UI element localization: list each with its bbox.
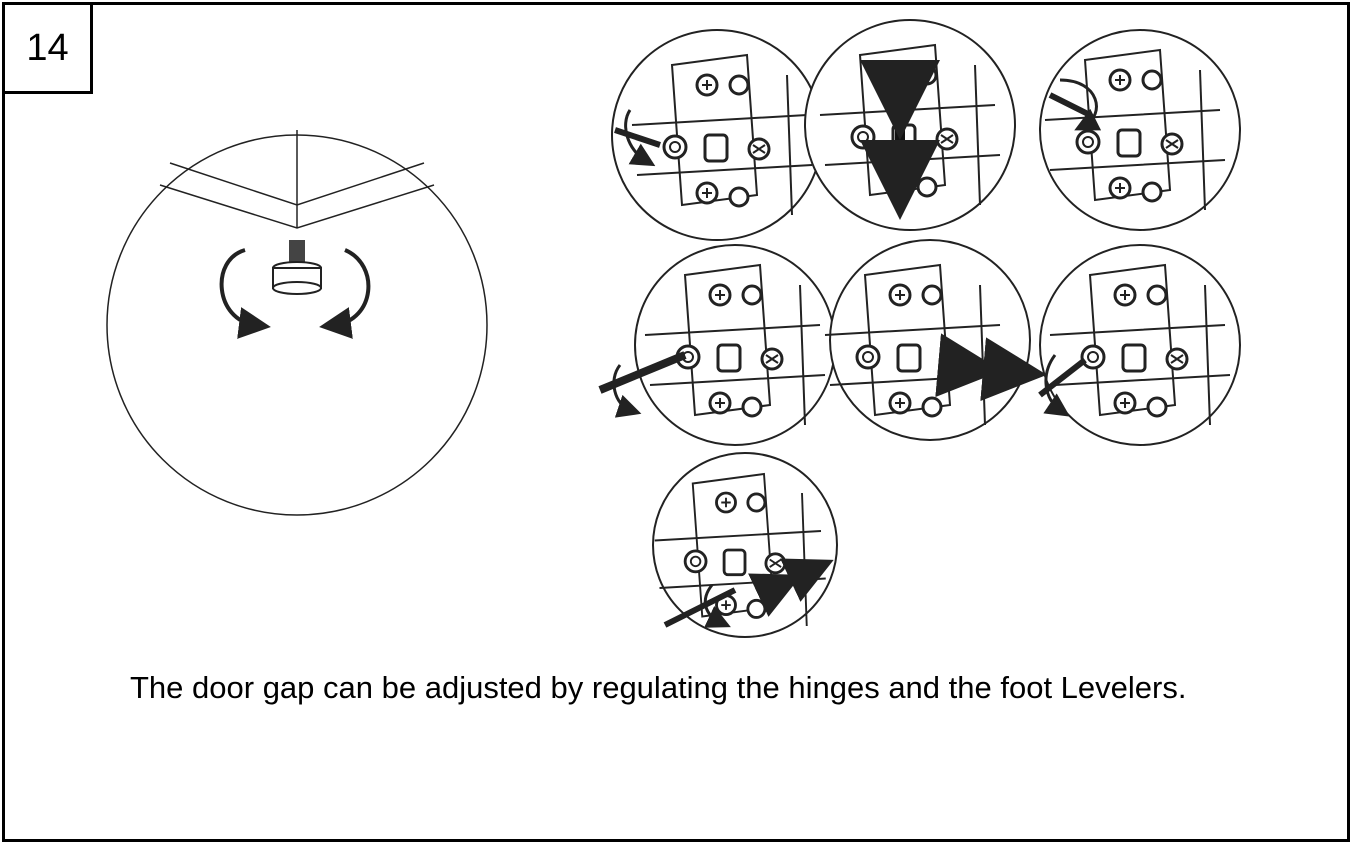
foot-leveler-illustration [106,130,488,516]
step-number: 14 [2,2,93,94]
hinge-panel-5 [823,239,1047,441]
instruction-caption: The door gap can be adjusted by regulati… [130,670,1187,705]
illustration-canvas [106,19,1241,638]
hinge-panel-3 [1039,29,1241,231]
hinge-panel-6 [1038,244,1241,446]
hinge-panel-7 [652,452,838,638]
hinge-panel-4 [598,244,836,446]
hinge-panel-1 [611,29,823,241]
hinge-panel-2 [804,19,1016,231]
